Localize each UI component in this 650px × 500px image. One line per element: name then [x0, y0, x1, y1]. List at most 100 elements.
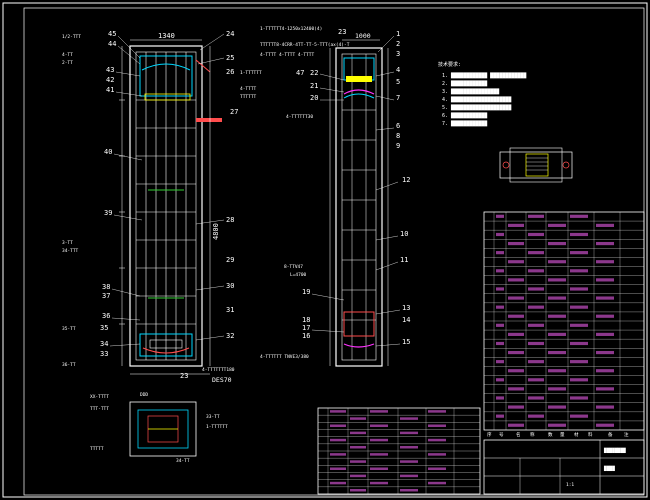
rv-balloon: 13 — [402, 304, 410, 312]
bom-cell-mark — [330, 438, 346, 442]
bom-cell-mark — [570, 269, 588, 273]
bom-cell-mark — [508, 369, 524, 373]
detail-label: 34-TT — [176, 458, 190, 464]
bom-cell-mark — [508, 350, 524, 355]
bom-cell-mark — [528, 214, 544, 218]
bom-cell-mark — [596, 314, 614, 318]
left-balloon: 37 — [102, 292, 110, 300]
right-top-dim: 1000 — [355, 32, 371, 40]
right-header-spec-3: 4-TTTT 4-TTTT 4-TTTT — [260, 52, 314, 58]
bom-header: 序 号 名 称 数 量 材 料 备 注 — [487, 431, 629, 438]
bom-cell-mark — [370, 481, 388, 485]
left-bottom-dim: DES70 — [212, 376, 232, 384]
bom-cell-mark — [596, 223, 614, 227]
note-line: 5. ████████████████████ — [442, 104, 512, 111]
note-line: 2. ████████████ — [442, 80, 488, 87]
bom-table — [483, 211, 645, 431]
bom-cell-mark — [528, 269, 544, 273]
right-view-balloon: 20 — [310, 94, 318, 102]
left-balloon: 39 — [104, 209, 112, 217]
right-balloon: 30 — [226, 282, 234, 290]
bom-cell-mark — [508, 332, 524, 336]
bom-cell-mark — [370, 410, 388, 413]
bom-cell-mark — [548, 278, 566, 282]
left-balloon: 35 — [100, 324, 108, 332]
bom-cell-mark — [508, 296, 524, 300]
bom-cell-mark — [508, 278, 524, 282]
bom-cell-mark — [548, 296, 566, 300]
bom-cell-mark — [370, 424, 388, 427]
rv-balloon: 15 — [402, 338, 410, 346]
title-drawing-name: ████ — [603, 465, 615, 472]
left-right-spec: 4-TTTT — [240, 86, 257, 92]
bom-cell-mark — [528, 287, 544, 291]
bom-cell-mark — [496, 287, 504, 291]
detail-label: XX-TTTT — [90, 394, 109, 400]
bom-cell-mark — [570, 251, 588, 255]
bom-cell-mark — [548, 387, 566, 391]
left-balloon: 34 — [100, 340, 108, 348]
rv-balloon: 7 — [396, 94, 400, 102]
note-line: 4. ████████████████████ — [442, 96, 512, 103]
bom-cell-mark — [496, 396, 504, 400]
bom-cell-mark — [570, 232, 588, 237]
bom-cell-mark — [400, 445, 418, 449]
bom-header-cell: 料 — [588, 431, 593, 438]
bom-cell-mark — [496, 341, 504, 346]
bom-cell-mark — [428, 410, 446, 413]
title-scale: 1:1 — [566, 482, 574, 488]
title-company: ████████ — [603, 447, 626, 454]
rv-balloon: 10 — [400, 230, 408, 238]
bom-cell-mark — [596, 423, 614, 427]
left-balloon: 38 — [102, 283, 110, 291]
title-block: ████████ ████ 1:1 — [483, 439, 645, 495]
right-view-right-balloons: 1 2 3 4 5 6 7 8 9 10 11 12 13 14 15 — [396, 30, 410, 346]
right-balloon: 27 — [230, 108, 238, 116]
bom-cell-mark — [570, 214, 588, 218]
right-balloon: 28 — [226, 216, 234, 224]
bom-cell-mark — [400, 474, 418, 478]
detail-view: DDD XX-TTTT TTT-TTT 33-TT 1-TTTTTT TTTTT… — [90, 392, 228, 464]
note-line: 1. ████████████ ████████████ — [442, 72, 527, 79]
bom-cell-mark — [400, 431, 418, 435]
bom-cell-mark — [508, 405, 524, 409]
bom-cell-mark — [528, 305, 544, 309]
bom-header-cell: 量 — [560, 431, 565, 438]
rv-balloon: 4 — [396, 66, 400, 74]
bom-header-cell: 称 — [530, 431, 535, 438]
bom-cell-mark — [528, 251, 544, 255]
left-spec: 3-TT — [62, 240, 73, 246]
bom-cell-mark — [548, 260, 566, 264]
bom-cell-mark — [570, 360, 588, 364]
right-view-balloon: 18 — [302, 316, 310, 324]
left-spec: 36-TT — [62, 362, 76, 368]
bom-cell-mark — [596, 369, 614, 373]
bom-cell-mark — [496, 232, 504, 237]
left-balloon: 44 — [108, 40, 116, 48]
bom-cell-mark — [570, 414, 588, 418]
left-balloon: 40 — [104, 148, 112, 156]
right-view-balloon: 16 — [302, 332, 310, 340]
bom-cell-mark — [596, 405, 614, 409]
bom-header-cell: 名 — [516, 431, 521, 438]
bom-cell-mark — [548, 423, 566, 427]
bom-cell-mark — [548, 314, 566, 318]
bom-cell-mark — [370, 467, 388, 470]
right-view-balloon: 23 — [338, 28, 346, 36]
bom-cell-mark — [548, 369, 566, 373]
bom-cell-mark — [528, 341, 544, 346]
bom-cell-mark — [350, 488, 366, 492]
bom-cell-mark — [570, 323, 588, 327]
right-side-spec-3: L=4700 — [290, 272, 307, 278]
left-balloon: 36 — [102, 312, 110, 320]
rv-balloon: 6 — [396, 122, 400, 130]
rv-balloon: 2 — [396, 40, 400, 48]
bom-cell-mark — [428, 481, 446, 485]
bom-cell-mark — [596, 278, 614, 282]
detail-label: TTTTT — [90, 446, 104, 452]
left-balloons: 45 44 43 42 41 40 39 38 37 36 35 34 33 — [100, 30, 116, 358]
note-line: 7. ████████████ — [442, 120, 488, 127]
bom-cell-mark — [528, 360, 544, 364]
bom-header-cell: 数 — [548, 431, 553, 438]
